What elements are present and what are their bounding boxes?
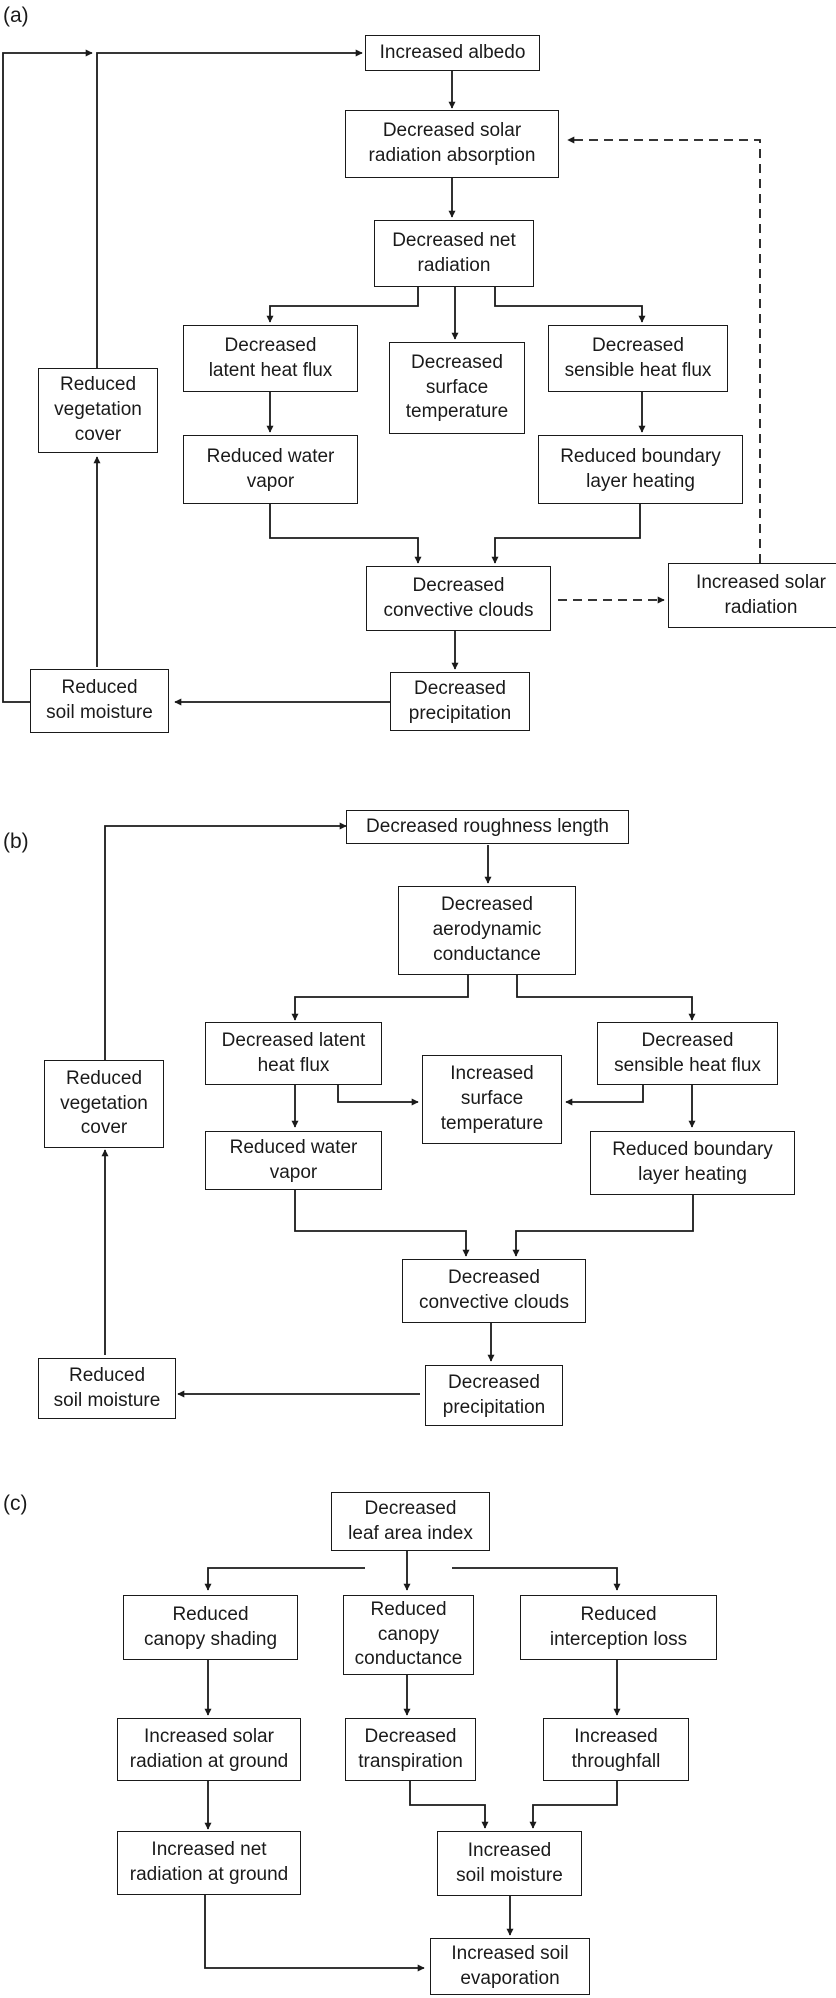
box-reduced-water-vapor: Reduced water vapor (183, 435, 358, 504)
box-increased-solar-radiation-at-ground: Increased solar radiation at ground (117, 1718, 301, 1781)
box-reduced-canopy-conductance: Reduced canopy conductance (343, 1595, 474, 1675)
box-reduced-vegetation-cover: Reduced vegetation cover (44, 1060, 164, 1148)
box-increased-soil-moisture: Increased soil moisture (437, 1831, 582, 1896)
box-decreased-leaf-area-index: Decreased leaf area index (331, 1492, 490, 1551)
box-decreased-precipitation: Decreased precipitation (390, 672, 530, 731)
box-increased-surface-temperature: Increased surface temperature (422, 1055, 562, 1144)
box-reduced-soil-moisture: Reduced soil moisture (38, 1358, 176, 1419)
box-decreased-latent-heat-flux: Decreased latent heat flux (205, 1022, 382, 1085)
box-decreased-sensible-heat-flux: Decreased sensible heat flux (548, 325, 728, 392)
box-increased-net-radiation-at-ground: Increased net radiation at ground (117, 1831, 301, 1895)
box-increased-soil-evaporation: Increased soil evaporation (430, 1938, 590, 1995)
box-reduced-boundary-layer-heating: Reduced boundary layer heating (590, 1131, 795, 1195)
box-decreased-convective-clouds: Decreased convective clouds (402, 1259, 586, 1323)
box-reduced-soil-moisture: Reduced soil moisture (30, 669, 169, 733)
box-increased-solar-radiation: Increased solar radiation (668, 563, 836, 628)
box-reduced-canopy-shading: Reduced canopy shading (123, 1595, 298, 1660)
box-reduced-interception-loss: Reduced interception loss (520, 1595, 717, 1660)
box-reduced-vegetation-cover: Reduced vegetation cover (38, 368, 158, 453)
box-decreased-roughness-length: Decreased roughness length (346, 810, 629, 844)
box-reduced-boundary-layer-heating: Reduced boundary layer heating (538, 435, 743, 504)
box-increased-albedo: Increased albedo (365, 35, 540, 71)
panel-label-c: (c) (3, 1492, 28, 1515)
box-decreased-convective-clouds: Decreased convective clouds (366, 566, 551, 631)
box-decreased-latent-heat-flux: Decreased latent heat flux (183, 325, 358, 392)
box-decreased-sensible-heat-flux: Decreased sensible heat flux (597, 1022, 778, 1085)
box-decreased-aerodynamic-conductance: Decreased aerodynamic conductance (398, 886, 576, 975)
box-increased-throughfall: Increased throughfall (543, 1718, 689, 1781)
box-decreased-solar-radiation-absorption: Decreased solar radiation absorption (345, 110, 559, 178)
box-decreased-transpiration: Decreased transpiration (345, 1718, 476, 1781)
box-decreased-precipitation: Decreased precipitation (425, 1365, 563, 1426)
panel-label-b: (b) (3, 830, 29, 853)
box-reduced-water-vapor: Reduced water vapor (205, 1131, 382, 1190)
panel-label-a: (a) (3, 4, 29, 27)
box-decreased-net-radiation: Decreased net radiation (374, 220, 534, 287)
box-decreased-surface-temperature: Decreased surface temperature (389, 342, 525, 434)
